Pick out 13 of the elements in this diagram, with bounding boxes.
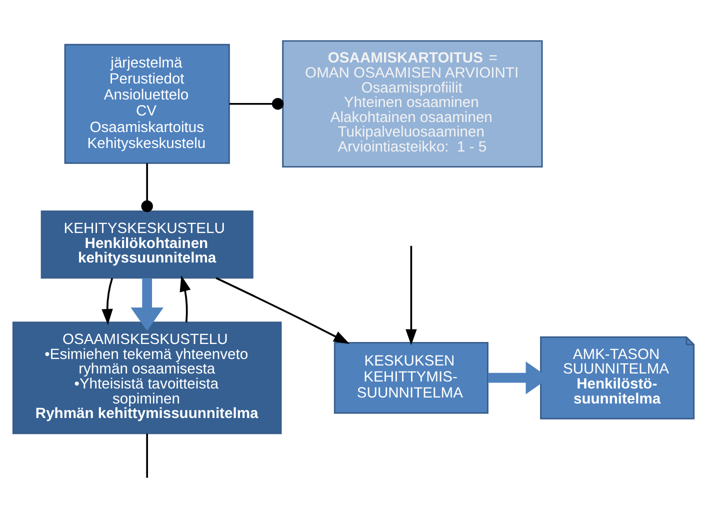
node-box: OSAAMISKARTOITUS = OMAN OSAAMISEN ARVIOINTI Osaamisprofiilit Yhteinen osaaminen Alakohtainen osaaminen Tukipalveluosaaminen Arviointiasteikko: 1 - 5 [282,40,543,168]
arrow [180,274,191,322]
node-box: KESKUKSEN KEHITTYMIS- SUUNNITELMA [334,341,488,414]
arrow [102,277,114,325]
node-box: OSAAMISKESKUSTELU •Esimiehen tekemä yhteenveto ryhmän osaamisesta •Yhteisistä tavoitteista sopiminen Ryhmän kehittymissuunnitelma [12,321,282,434]
node-box: KEHITYSKESKUSTELU Henkilökohtainen kehityssuunnitelma [40,210,254,278]
arrow [130,278,164,330]
connector [141,162,153,212]
arrow [406,245,417,345]
connector [230,98,284,110]
arrow [216,276,350,344]
connector [146,433,148,478]
node-box: järjestelmä Perustiedot Ansioluettelo CV Osaamiskartoitus Kehityskeskustelu [64,43,230,164]
